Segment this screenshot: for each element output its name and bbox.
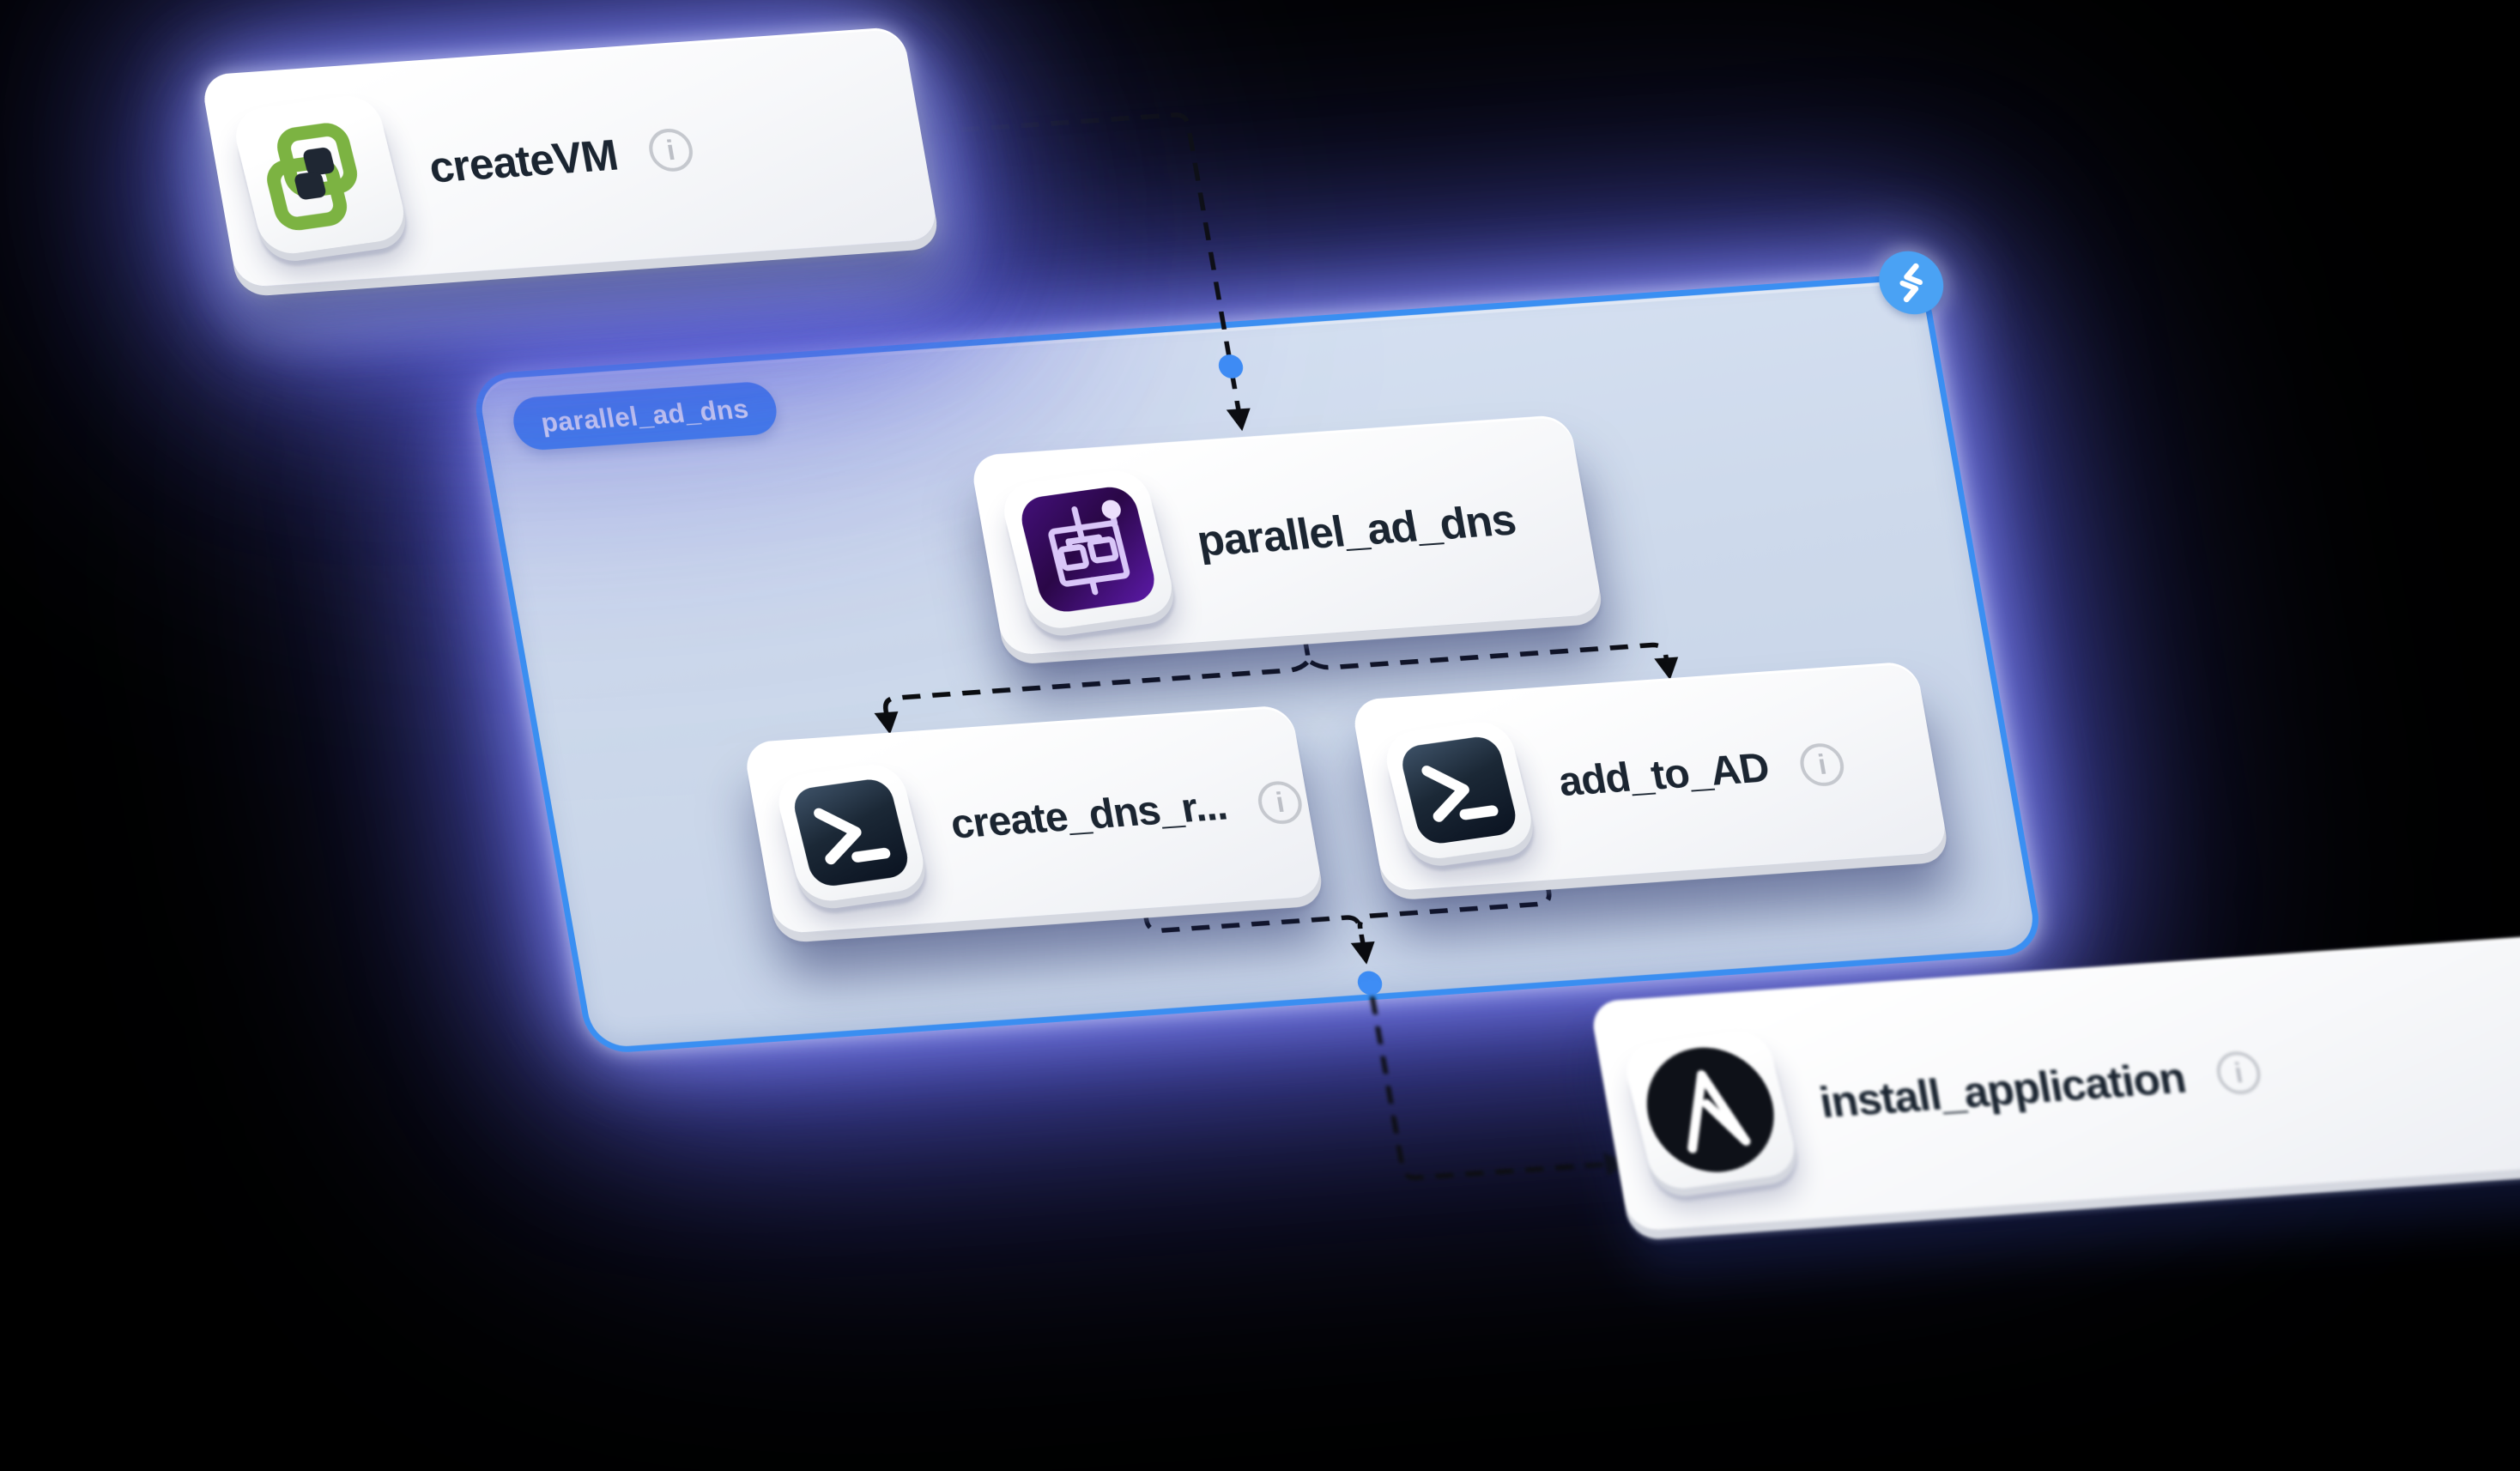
node-label: add_to_AD xyxy=(1555,745,1772,807)
node-label: createVM xyxy=(425,129,621,192)
vsphere-icon xyxy=(253,114,386,235)
node-add-to-AD[interactable]: add_to_AD i xyxy=(1350,661,1949,892)
workflow-canvas-screenshot: { "app": { "background": "#000000" }, "c… xyxy=(0,0,2520,1205)
powershell-icon-tile xyxy=(1380,717,1538,862)
info-icon[interactable]: i xyxy=(2214,1050,2264,1096)
parallel-branch-icon xyxy=(1019,486,1158,613)
info-icon[interactable]: i xyxy=(645,127,696,173)
node-label: install_application xyxy=(1815,1051,2189,1127)
node-label: parallel_ad_dns xyxy=(1193,494,1519,566)
info-icon[interactable]: i xyxy=(1797,742,1848,787)
powershell-icon-tile xyxy=(772,760,930,905)
ansible-icon xyxy=(1633,1039,1787,1180)
info-icon[interactable]: i xyxy=(1255,779,1305,825)
powershell-icon xyxy=(1398,734,1520,845)
connection-dot xyxy=(1217,354,1245,379)
workflow-plane: parallel_ad_dns xyxy=(51,0,2520,1471)
vsphere-icon-tile xyxy=(229,92,410,257)
edge-merge-install xyxy=(1145,880,1630,1205)
connection-dot xyxy=(1356,971,1384,996)
node-parallel-ad-dns[interactable]: parallel_ad_dns xyxy=(969,415,1603,657)
node-create-dns-record[interactable]: create_dns_r... i xyxy=(742,705,1324,934)
ansible-icon-tile xyxy=(1620,1027,1801,1193)
edge-createVM-parallel xyxy=(931,113,1254,449)
powershell-icon xyxy=(790,777,912,888)
parallel-branch-icon-tile xyxy=(997,466,1178,632)
node-label: create_dns_r... xyxy=(947,783,1230,849)
